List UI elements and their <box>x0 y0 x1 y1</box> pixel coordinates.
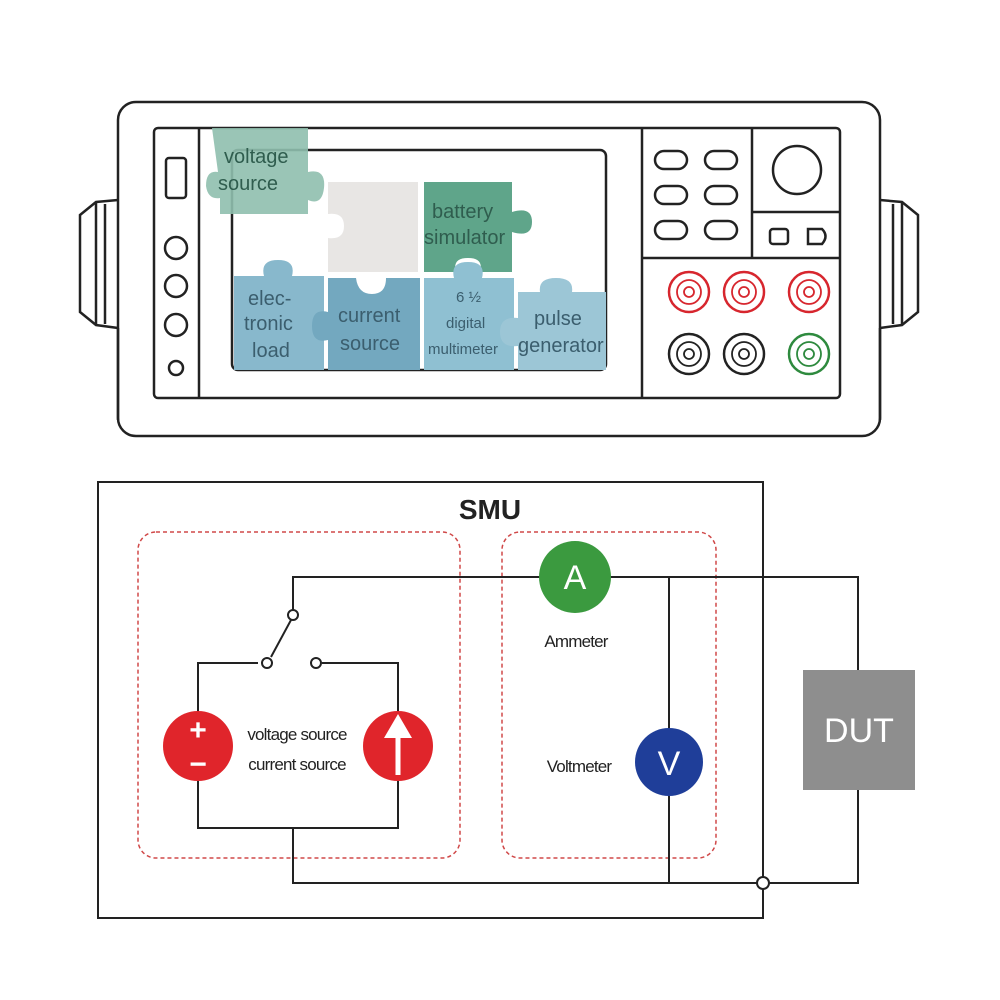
current-source-label: current source <box>248 755 346 774</box>
instrument-body <box>116 100 882 438</box>
plus-sign: + <box>189 714 207 747</box>
right-handle <box>879 198 920 330</box>
terminal-black-2-ring-1 <box>731 341 757 367</box>
terminal-black-1 <box>667 332 711 376</box>
switch-contact-current <box>310 657 322 669</box>
ammeter-symbol <box>539 541 611 613</box>
keypad <box>653 149 739 241</box>
small-button-2 <box>806 227 827 246</box>
voltage-source-label: voltage source <box>247 725 347 744</box>
puzzle-electronic-load <box>234 260 324 370</box>
terminal-black-1-ring-1 <box>676 341 702 367</box>
puzzle-battery-simulator <box>424 182 532 272</box>
knob-4 <box>167 359 185 377</box>
terminal-black-1-ring-2 <box>683 348 695 360</box>
dut-box <box>803 670 915 790</box>
puzzle-label-current: current <box>338 305 401 327</box>
puzzle-label-multimeter: multimeter <box>428 341 498 358</box>
puzzle-label-digital: digital <box>446 315 485 332</box>
terminal-red-3 <box>787 270 831 314</box>
terminal-red-2-ring-2 <box>738 286 750 298</box>
smu-box <box>97 481 764 919</box>
terminal-black-2 <box>722 332 766 376</box>
ammeter-letter: A <box>564 559 587 597</box>
puzzle-voltage-source <box>206 128 325 214</box>
knob-2 <box>163 273 189 299</box>
terminal-green-ring-2 <box>803 348 815 360</box>
puzzle-label-pulse: pulse <box>534 308 582 330</box>
voltmeter-label: Voltmeter <box>547 757 613 776</box>
terminal-black-2-ring-2 <box>738 348 750 360</box>
puzzle-label-source: source <box>218 173 278 195</box>
terminal-green-ring-1 <box>796 341 822 367</box>
smu-title: SMU <box>459 494 521 525</box>
terminal-red-2 <box>722 270 766 314</box>
terminal-red-1-ring-1 <box>676 279 702 305</box>
puzzle-label-current-src: source <box>340 333 400 355</box>
puzzle-pulse-generator <box>500 278 606 370</box>
puzzle-label-voltage: voltage <box>224 146 289 168</box>
terminal-red-2-ring-1 <box>731 279 757 305</box>
minus-sign: − <box>189 748 207 781</box>
puzzle-label-elec: elec- <box>248 288 291 310</box>
switch-contact-voltage <box>261 657 273 669</box>
instrument <box>78 100 920 438</box>
terminal-red-3-ring-2 <box>803 286 815 298</box>
source-dashed-box <box>137 531 461 859</box>
small-button-1 <box>768 227 790 246</box>
voltmeter-letter: V <box>658 745 681 783</box>
dut-label: DUT <box>824 712 894 750</box>
ammeter-label: Ammeter <box>544 632 608 651</box>
junction-node <box>756 876 770 890</box>
front-panel <box>152 126 842 400</box>
smu-schematic: SMU + − <box>97 481 915 919</box>
puzzle-current-source <box>312 278 420 370</box>
puzzle-label-generator: generator <box>518 335 604 357</box>
usb-slot <box>164 156 188 200</box>
meter-dashed-box <box>501 531 717 859</box>
puzzle-dmm <box>424 262 514 370</box>
puzzle-label-6half: 6 ½ <box>456 289 482 306</box>
puzzle-blank <box>328 182 418 272</box>
terminal-red-3-ring-1 <box>796 279 822 305</box>
left-handle <box>78 198 119 330</box>
voltmeter-symbol <box>635 728 703 796</box>
terminals <box>667 270 831 376</box>
terminal-red-1-ring-2 <box>683 286 695 298</box>
puzzle-label-load: load <box>252 340 290 362</box>
arrow-up-icon <box>384 714 412 775</box>
terminal-red-1 <box>667 270 711 314</box>
puzzle-label-simulator: simulator <box>424 227 505 249</box>
puzzle-label-tronic: tronic <box>244 313 293 335</box>
terminal-green <box>787 332 831 376</box>
puzzle-label-battery: battery <box>432 201 493 223</box>
voltage-source-symbol <box>163 711 233 781</box>
rotary-knob <box>771 144 823 196</box>
switch-pivot <box>287 609 299 621</box>
knob-1 <box>163 235 189 261</box>
puzzle-pieces: voltage source battery simulator elec- t… <box>206 128 606 370</box>
knob-3 <box>163 312 189 338</box>
